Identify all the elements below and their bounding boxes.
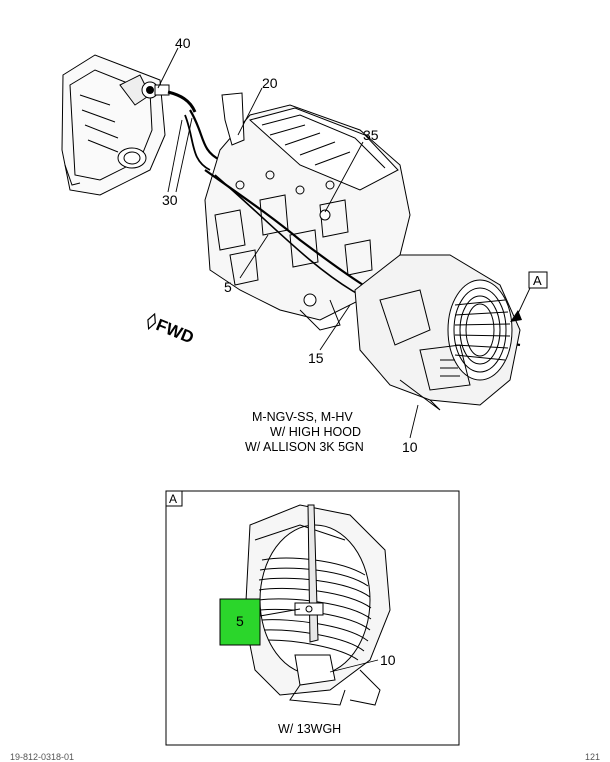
engine-block	[204, 92, 411, 331]
radiator-housing	[61, 54, 166, 196]
view-arrow	[510, 310, 522, 322]
footer-left: 19-812-0318-01	[10, 752, 75, 762]
tube-30-b	[184, 114, 211, 171]
view-ref-label: A	[533, 273, 542, 288]
fwd-text: FWD	[153, 315, 196, 347]
callout-20: 20	[262, 75, 278, 91]
callout-40: 40	[175, 35, 191, 51]
detail-illustration	[244, 504, 391, 706]
fwd-indicator: FWD	[147, 312, 196, 347]
detail-callout-10: 10	[380, 652, 396, 668]
detail-caption: W/ 13WGH	[278, 722, 341, 736]
fitting-40	[141, 81, 197, 113]
detail-callout-5-highlight	[219, 598, 261, 646]
callout-10: 10	[402, 439, 418, 455]
main-illustration	[61, 47, 531, 439]
detail-view-label: A	[169, 492, 177, 506]
detail-view-label-box	[165, 490, 183, 507]
footer-right: 121	[584, 752, 600, 762]
callout-35: 35	[363, 127, 379, 143]
main-caption-line-2: W/ HIGH HOOD	[270, 425, 361, 439]
main-caption-line-3: W/ ALLISON 3K 5GN	[245, 440, 364, 454]
transmission	[354, 254, 521, 411]
view-ref-box	[528, 271, 548, 289]
detail-callout-5: 5	[236, 613, 244, 629]
callout-15: 15	[308, 350, 324, 366]
fwd-arrow-icon	[147, 312, 156, 331]
main-caption-line-1: M-NGV-SS, M-HV	[252, 410, 353, 424]
callout-5: 5	[224, 279, 232, 295]
callout-30: 30	[162, 192, 178, 208]
leader-lines	[157, 47, 531, 439]
